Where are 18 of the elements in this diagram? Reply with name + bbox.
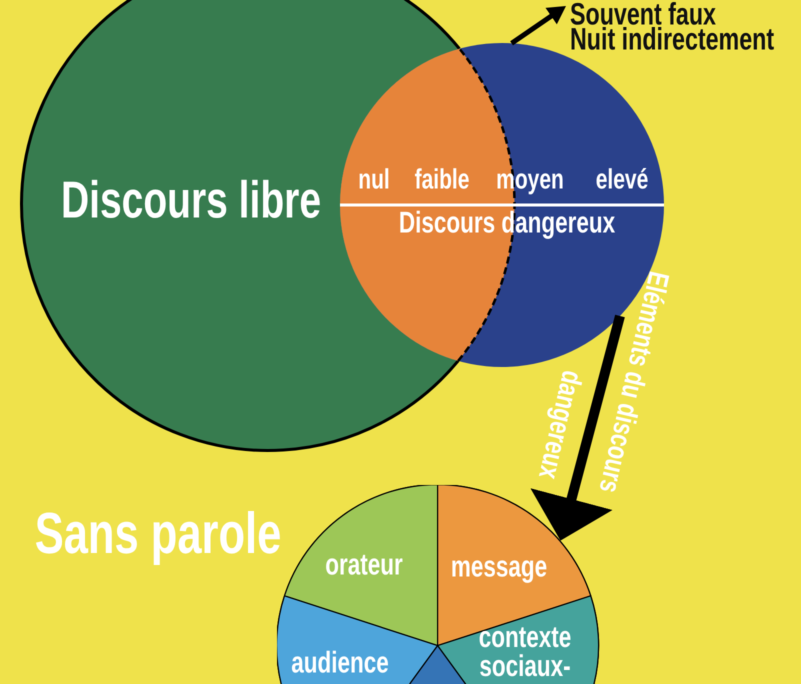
scale-label: nul <box>358 164 390 196</box>
scale-label: elevé <box>595 164 648 196</box>
scale-label: faible <box>414 164 470 196</box>
slice-label: message <box>450 550 548 584</box>
circle-title: Discours libre <box>60 172 322 230</box>
slice-label: audience <box>291 646 389 680</box>
section-label: Sans parole <box>34 502 281 566</box>
arrow <box>530 314 625 542</box>
pie-slice <box>436 484 592 648</box>
pie-slice <box>436 594 600 684</box>
note-text: Souvent faux <box>570 2 716 28</box>
note-text: Nuit indirectement <box>570 28 774 52</box>
pie-slice <box>410 644 466 684</box>
arrow <box>510 4 568 46</box>
slice-label: orateur <box>325 548 403 582</box>
pie-slice <box>276 596 440 684</box>
slice-label: contexte sociaux- <box>478 622 572 681</box>
edge-label: Eléments du discours dangereux <box>531 267 676 498</box>
